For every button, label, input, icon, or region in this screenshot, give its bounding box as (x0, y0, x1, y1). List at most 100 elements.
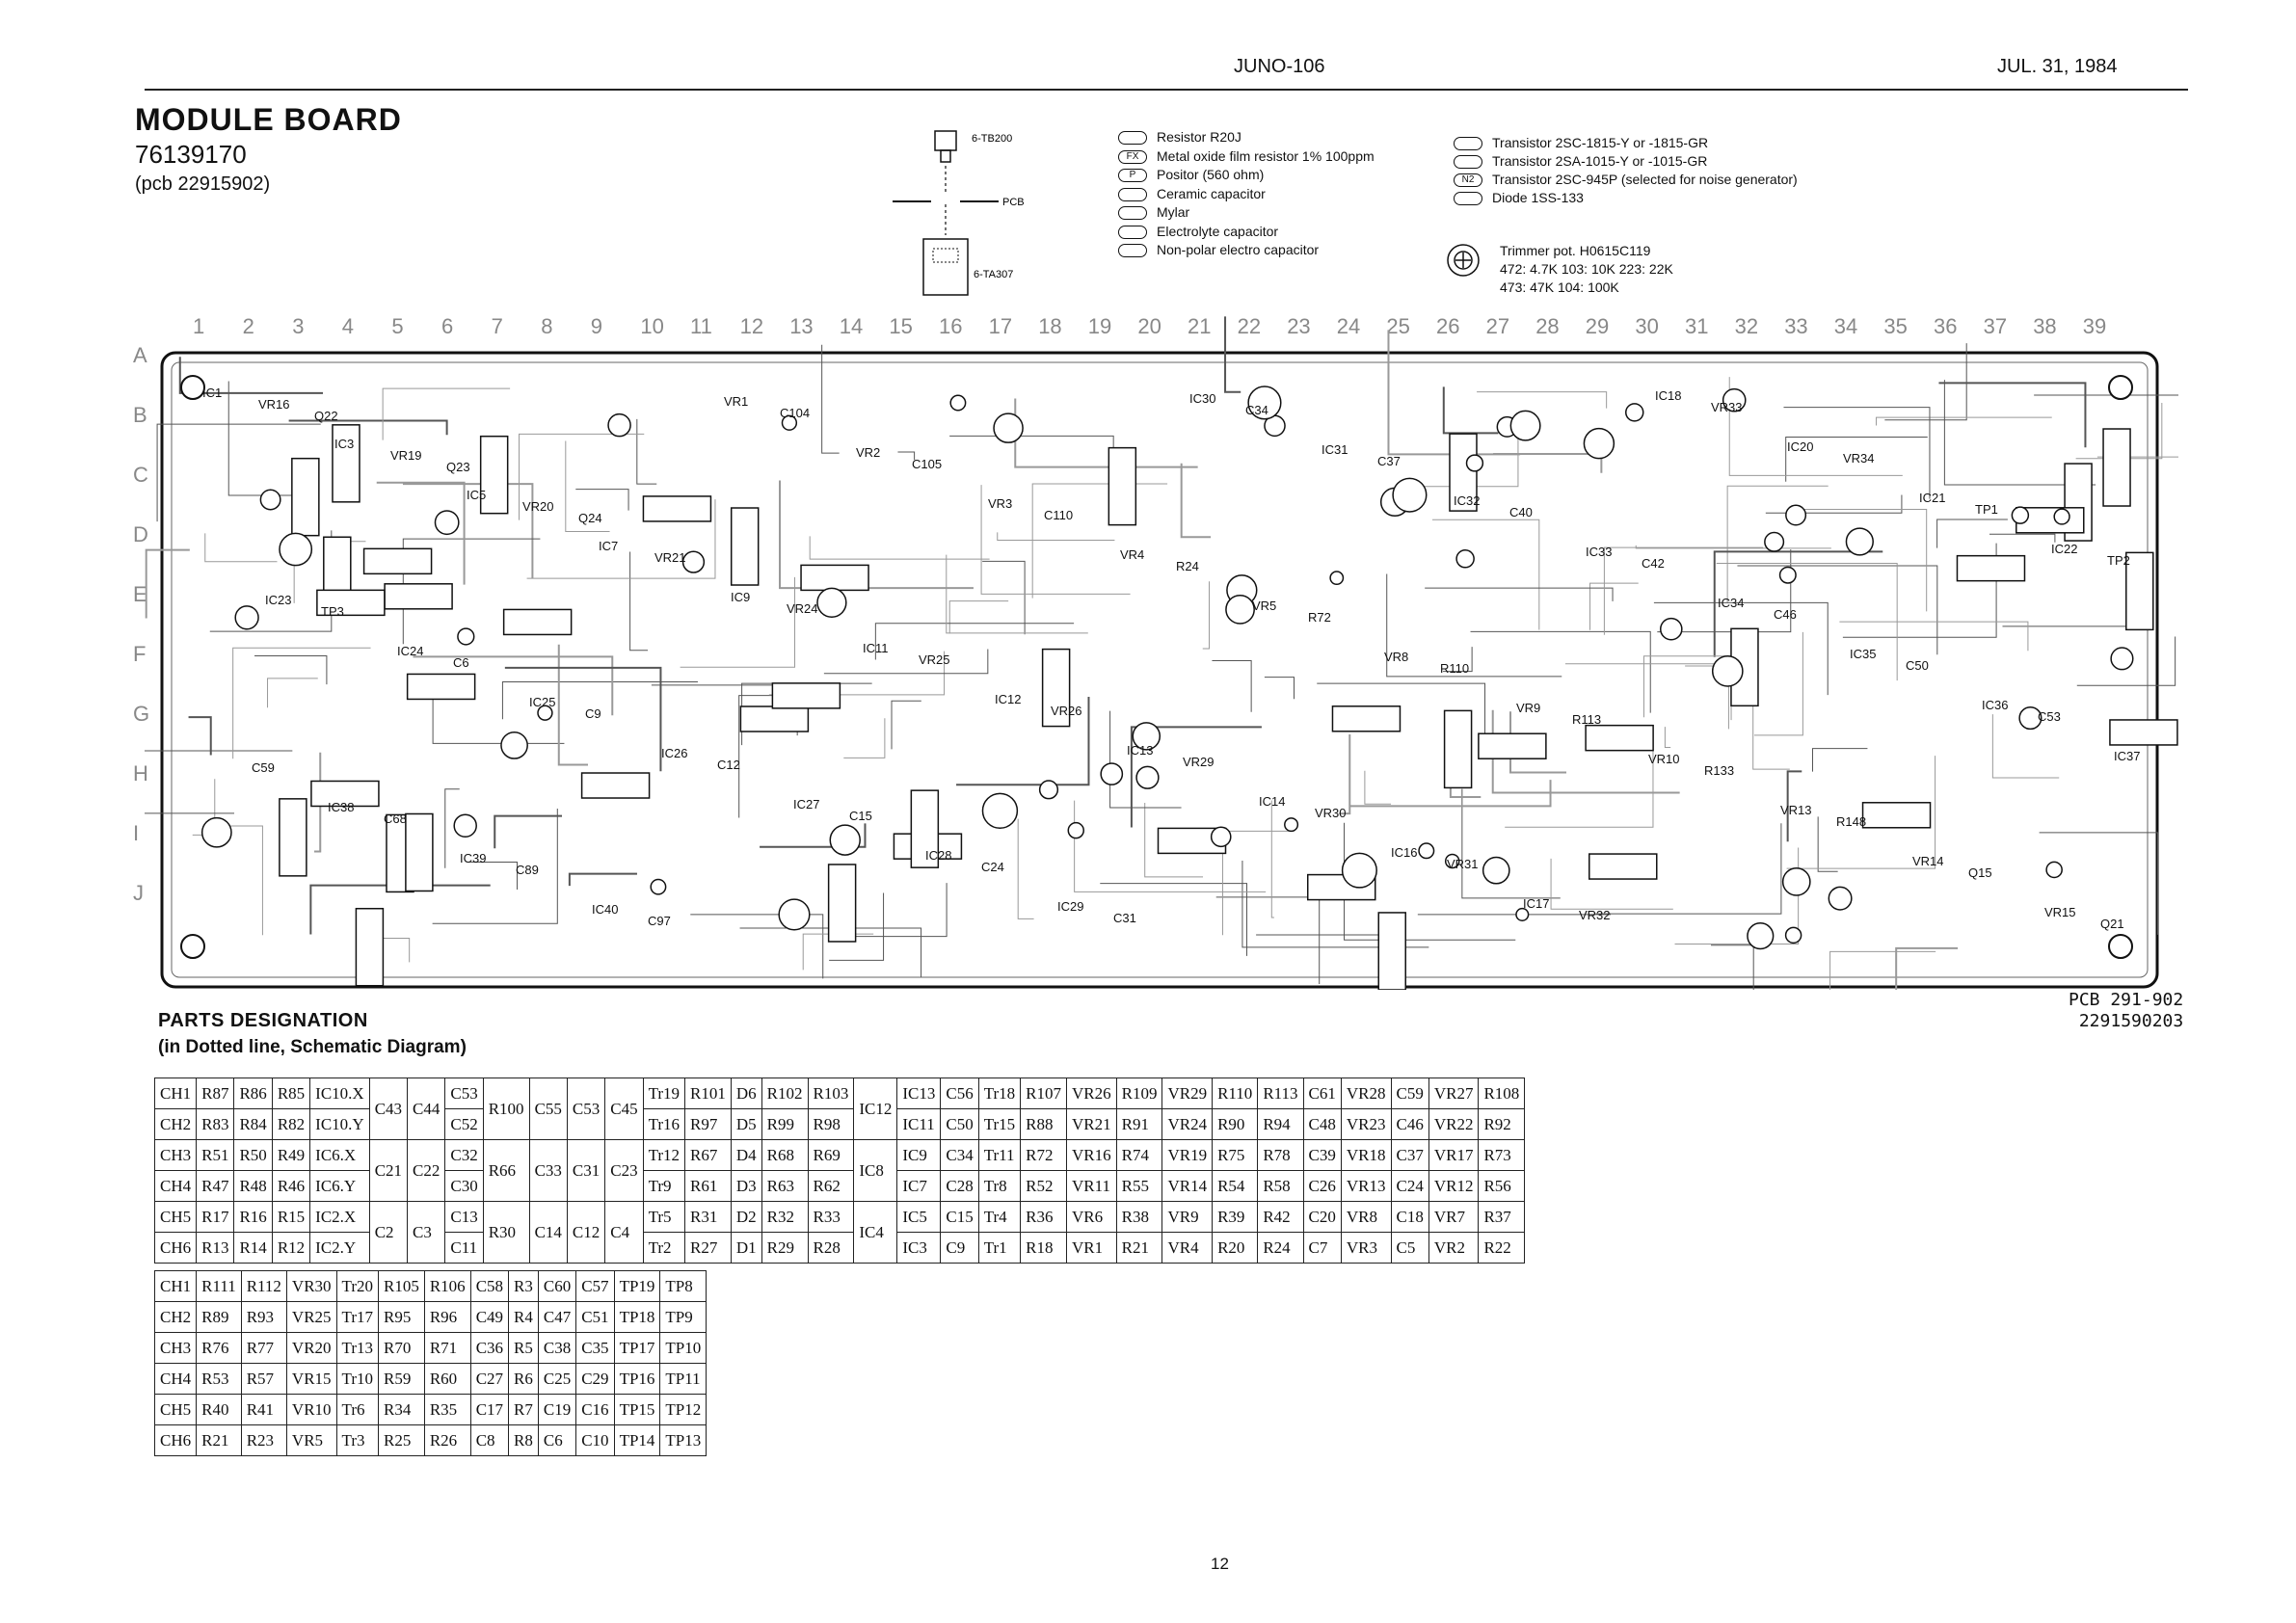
component-label: VR29 (1183, 755, 1215, 769)
round-component (1132, 722, 1161, 751)
legend-item: Ceramic capacitor (1118, 186, 1266, 201)
parts-table-2-cell: TP11 (659, 1363, 707, 1395)
component-label: VR33 (1711, 400, 1743, 414)
parts-table-2-cell: TP15 (613, 1394, 661, 1425)
pcb-trace (821, 344, 840, 454)
parts-table-1-cell: R49 (271, 1139, 311, 1171)
parts-table-1-cell: C22 (407, 1139, 446, 1202)
pcb-trace (1241, 861, 1429, 948)
trimmer-pot-icon (1447, 244, 1480, 277)
round-component (1465, 454, 1484, 472)
parts-table-1-cell: VR28 (1340, 1078, 1392, 1109)
round-component (1747, 922, 1775, 950)
parts-table-2-cell: C51 (575, 1301, 615, 1333)
pcb-trace (504, 666, 662, 772)
parts-table-1-cell: R48 (233, 1170, 273, 1202)
component-label: Q23 (446, 460, 470, 474)
component-label: C31 (1113, 911, 1136, 925)
column-number: 18 (1038, 314, 1062, 338)
pcb-trace (1674, 847, 1800, 945)
parts-table-1-cell: D1 (730, 1232, 762, 1264)
parts-table-2-cell: C8 (469, 1424, 510, 1456)
pcb-trace (1811, 748, 1868, 772)
round-component (500, 732, 528, 759)
legend-item: Mylar (1118, 204, 1189, 221)
column-number: 24 (1336, 314, 1361, 338)
component-label: IC22 (2051, 542, 2077, 556)
parts-table-1-cell: C21 (368, 1139, 409, 1202)
parts-table-1-cell: R37 (1478, 1201, 1526, 1233)
parts-table-1-cell: IC9 (896, 1139, 942, 1171)
parts-table-1-cell: R32 (761, 1201, 809, 1233)
parts-table-2-cell: R112 (240, 1270, 287, 1302)
connector-mid-label: PCB (1002, 197, 1025, 208)
component-label: IC12 (995, 692, 1021, 706)
parts-table-2-cell: R25 (378, 1424, 425, 1456)
pcb-trace (1264, 677, 1295, 700)
round-component (1418, 842, 1435, 860)
legend-symbol-icon (1118, 131, 1147, 146)
ic-chip (406, 673, 476, 701)
component-label: VR24 (787, 601, 818, 616)
pcb-trace (1364, 770, 1392, 805)
round-component (1392, 477, 1428, 513)
ic-chip (2109, 719, 2178, 746)
parts-table-2-cell: Tr20 (335, 1270, 380, 1302)
pcb-trace (288, 419, 448, 436)
parts-table-2-cell: C27 (469, 1363, 510, 1395)
connector-bottom-label: 6-TA307 (974, 269, 1013, 280)
pcb-trace (1713, 550, 1883, 657)
round-component (607, 412, 631, 438)
parts-table-1-cell: IC10.X (309, 1078, 370, 1109)
parts-table-1-cell: R109 (1115, 1078, 1163, 1109)
component-label: C89 (516, 863, 539, 877)
ic-chip (1377, 912, 1406, 990)
pcb-trace (1991, 714, 2060, 779)
parts-table-2-cell: C29 (575, 1363, 615, 1395)
pcb-trace (1728, 377, 1903, 476)
parts-table-1-cell: R38 (1115, 1201, 1163, 1233)
component-label: IC5 (467, 488, 486, 502)
parts-table-2-cell: R26 (423, 1424, 471, 1456)
parts-table-1-cell: R72 (1020, 1139, 1067, 1171)
pcb-trace (1895, 946, 1959, 990)
ic-chip (362, 547, 433, 575)
pcb-trace (1642, 655, 1743, 718)
parts-table-2-cell: CH1 (153, 1270, 198, 1302)
parts-table-2-cell: R23 (240, 1424, 287, 1456)
pcb-trace (823, 649, 989, 675)
parts-table-1-cell: R51 (196, 1139, 235, 1171)
parts-table-2-cell: C38 (537, 1332, 577, 1364)
parts-table-2-cell: CH5 (153, 1394, 198, 1425)
parts-table-1-cell: R63 (761, 1170, 809, 1202)
parts-designation-subtitle: (in Dotted line, Schematic Diagram) (158, 1037, 467, 1057)
component-label: R113 (1572, 712, 1601, 727)
row-letter: I (133, 821, 140, 845)
ic-chip (1108, 446, 1137, 526)
parts-table-1-cell: IC8 (853, 1139, 898, 1202)
page-number: 12 (1211, 1555, 1229, 1573)
component-label: VR19 (390, 448, 422, 463)
parts-table-1-cell: R14 (233, 1232, 273, 1264)
ic-chip (279, 798, 307, 877)
component-label: IC38 (328, 800, 354, 814)
parts-table-1-cell: R18 (1020, 1232, 1067, 1264)
component-label: IC18 (1655, 388, 1681, 403)
round-component (537, 705, 553, 721)
pcb-trace (1509, 711, 1567, 774)
parts-table-1-cell: C59 (1390, 1078, 1429, 1109)
parts-table-1-cell: R107 (1020, 1078, 1067, 1109)
column-number: 14 (839, 314, 864, 338)
pcb-trace (1224, 316, 1241, 393)
component-label: C105 (912, 457, 942, 471)
parts-table-1-cell: C45 (604, 1078, 644, 1140)
pcb-trace (1130, 726, 1262, 828)
component-label: C50 (1906, 658, 1929, 673)
round-component (949, 394, 967, 412)
parts-table-1-cell: Tr12 (642, 1139, 686, 1171)
parts-table-1-cell: R94 (1257, 1108, 1304, 1140)
row-letter: C (133, 463, 148, 487)
parts-table-1-cell: C20 (1302, 1201, 1342, 1233)
